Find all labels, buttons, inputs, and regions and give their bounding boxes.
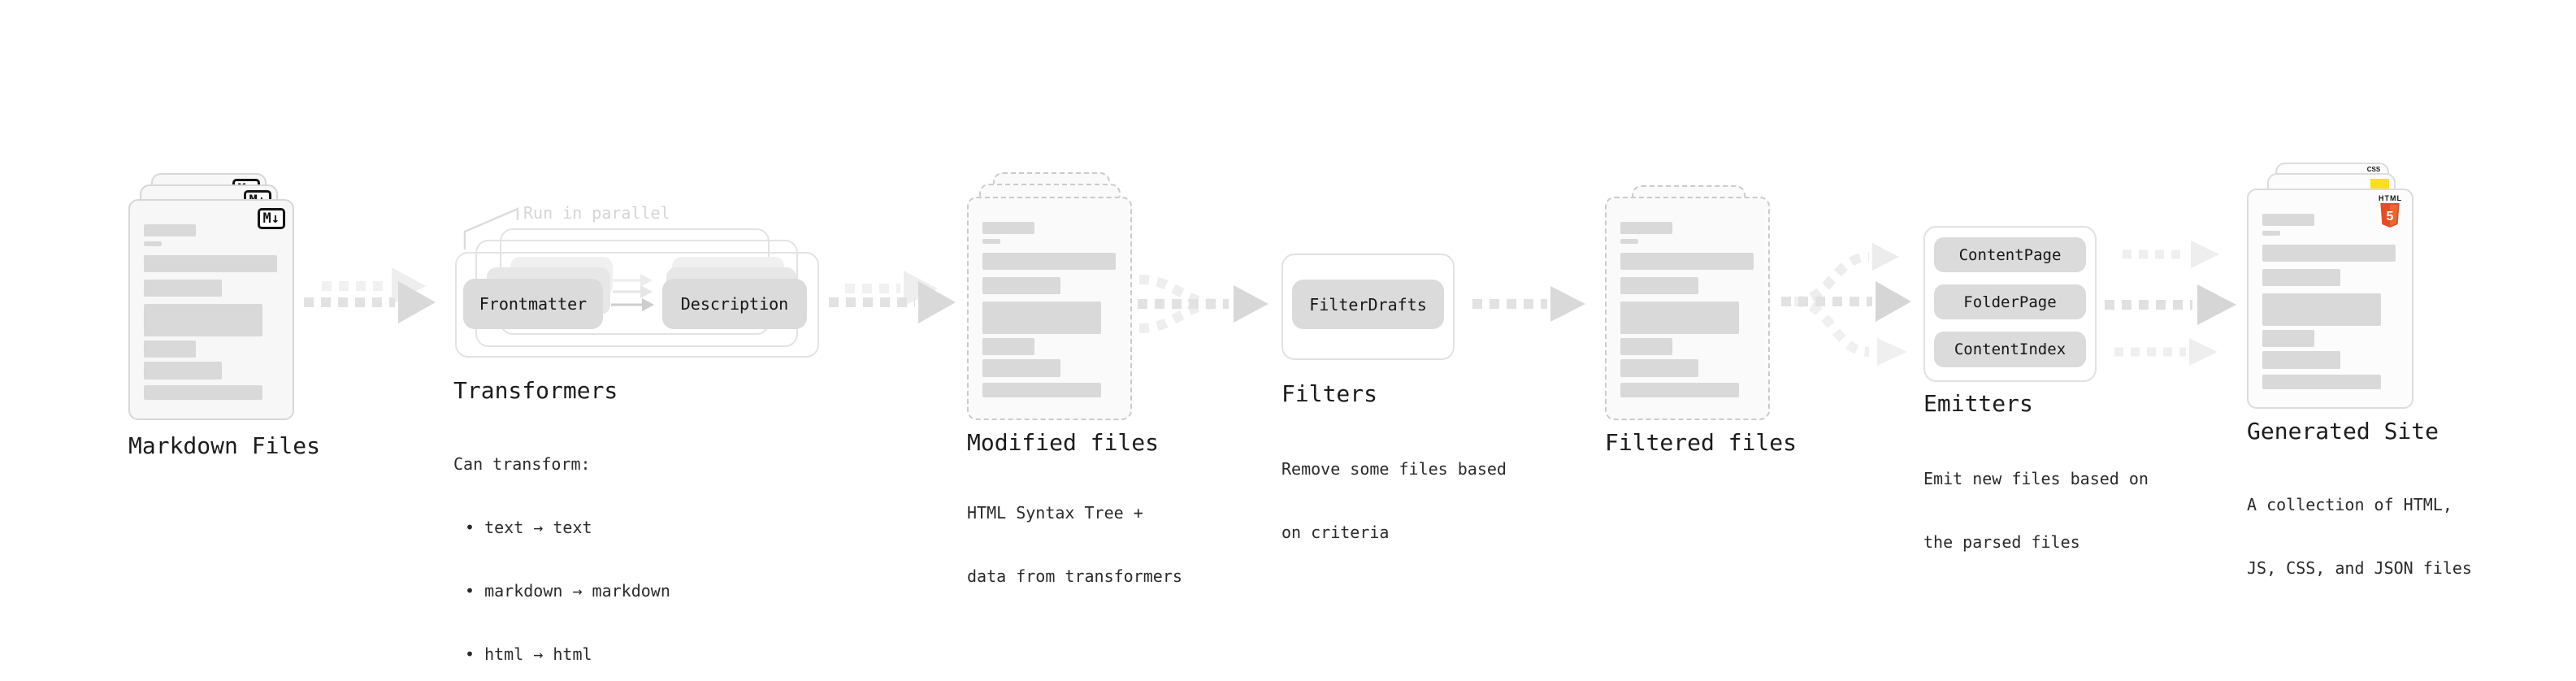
modified-files-description: HTML Syntax Tree + data from transformer… xyxy=(967,460,1182,629)
text-line-bar xyxy=(144,280,222,297)
emitters-desc-line: Emit new files based on xyxy=(1923,469,2149,488)
text-line-bar xyxy=(982,239,1000,244)
text-line-bar xyxy=(144,340,196,358)
transformers-description: Can transform: • text → text • markdown … xyxy=(453,411,670,681)
filterdrafts-pill: FilterDrafts xyxy=(1292,280,1444,329)
markdown-icon: M↓ xyxy=(257,208,285,229)
arrow-emitters-to-generated-icon xyxy=(2105,241,2236,366)
filtered-files-label: Filtered files xyxy=(1605,429,1798,456)
modified-desc-line: HTML Syntax Tree + xyxy=(967,503,1143,523)
generated-desc-line: JS, CSS, and JSON files xyxy=(2247,558,2472,578)
text-line-bar xyxy=(982,383,1101,397)
text-line-bar xyxy=(2262,351,2340,369)
generated-site-description: A collection of HTML, JS, CSS, and JSON … xyxy=(2247,452,2472,621)
text-line-bar xyxy=(982,338,1034,355)
text-line-bar xyxy=(1620,383,1739,397)
arrow-filtered-to-emitters-icon xyxy=(1781,243,1911,366)
text-line-bar xyxy=(144,362,222,380)
css-icon-label: CSS xyxy=(2366,166,2381,173)
text-line-bar xyxy=(1620,222,1672,234)
text-line-bar xyxy=(144,224,196,236)
text-line-bar xyxy=(982,301,1101,334)
contentindex-pill: ContentIndex xyxy=(1934,332,2086,367)
arrow-transformers-to-modified-icon xyxy=(829,271,956,323)
text-line-bar xyxy=(1620,277,1698,294)
run-in-parallel-note: Run in parallel xyxy=(523,203,670,223)
text-line-bar xyxy=(144,385,262,400)
text-line-bar xyxy=(982,359,1060,377)
text-line-bar xyxy=(144,255,277,272)
transformers-heading: Transformers xyxy=(453,377,618,404)
modified-files-label: Modified files xyxy=(967,429,1160,456)
modified-document-front xyxy=(967,197,1132,420)
text-line-bar xyxy=(144,304,262,336)
emitters-heading: Emitters xyxy=(1923,390,2033,417)
arrow-markdown-to-transformers-icon xyxy=(304,267,436,323)
text-line-bar xyxy=(1620,359,1698,377)
text-line-bar xyxy=(2262,375,2381,389)
arrow-modified-to-filters-icon xyxy=(1138,275,1268,333)
transformers-bullet: • text → text xyxy=(465,518,592,537)
transformer-pill-arrows-icon xyxy=(611,274,654,311)
html5-shield: 5 xyxy=(2380,203,2400,228)
text-line-bar xyxy=(982,253,1116,270)
text-line-bar xyxy=(1620,338,1672,355)
text-line-bar xyxy=(2262,293,2381,326)
transformers-desc-title: Can transform: xyxy=(453,454,591,474)
generated-site-label: Generated Site xyxy=(2247,418,2439,445)
html5-icon-label: HTML xyxy=(2379,194,2402,202)
text-line-bar xyxy=(1620,253,1754,270)
generated-desc-line: A collection of HTML, xyxy=(2247,495,2452,514)
contentpage-pill: ContentPage xyxy=(1934,237,2086,272)
markdown-icon-label: M↓ xyxy=(262,210,280,227)
text-line-bar xyxy=(982,222,1034,234)
filters-heading: Filters xyxy=(1281,380,1378,407)
html5-icon: HTML 5 xyxy=(2379,194,2401,228)
filters-description: Remove some files based on criteria xyxy=(1281,416,1507,585)
emitters-desc-line: the parsed files xyxy=(1923,532,2080,552)
text-line-bar xyxy=(1620,301,1739,334)
transformers-bullet: • html → html xyxy=(465,644,592,664)
generated-document-html: HTML 5 xyxy=(2247,189,2413,409)
arrow-filters-to-filtered-icon xyxy=(1472,286,1585,322)
filters-desc-line: Remove some files based xyxy=(1281,459,1507,479)
text-line-bar xyxy=(1620,239,1638,244)
folderpage-pill: FolderPage xyxy=(1934,284,2086,319)
text-line-bar xyxy=(2262,245,2396,262)
js-icon xyxy=(2370,179,2389,189)
text-line-bar xyxy=(2262,330,2314,347)
emitters-description: Emit new files based on the parsed files xyxy=(1923,426,2149,595)
text-line-bar xyxy=(2262,214,2314,226)
transformer-box-front xyxy=(455,252,819,358)
frontmatter-pill: Frontmatter xyxy=(463,279,603,329)
text-line-bar xyxy=(2262,231,2280,236)
modified-desc-line: data from transformers xyxy=(967,566,1182,586)
text-line-bar xyxy=(982,277,1060,294)
text-line-bar xyxy=(2262,269,2340,286)
description-pill: Description xyxy=(662,279,807,329)
run-in-parallel-leader-line xyxy=(463,207,519,249)
transformers-bullet: • markdown → markdown xyxy=(465,581,670,601)
markdown-document-front: M↓ xyxy=(128,199,294,420)
text-line-bar xyxy=(144,241,162,246)
html5-number: 5 xyxy=(2387,209,2394,223)
filters-desc-line: on criteria xyxy=(1281,523,1390,542)
markdown-files-label: Markdown Files xyxy=(128,432,321,459)
filtered-document-front xyxy=(1605,197,1770,420)
